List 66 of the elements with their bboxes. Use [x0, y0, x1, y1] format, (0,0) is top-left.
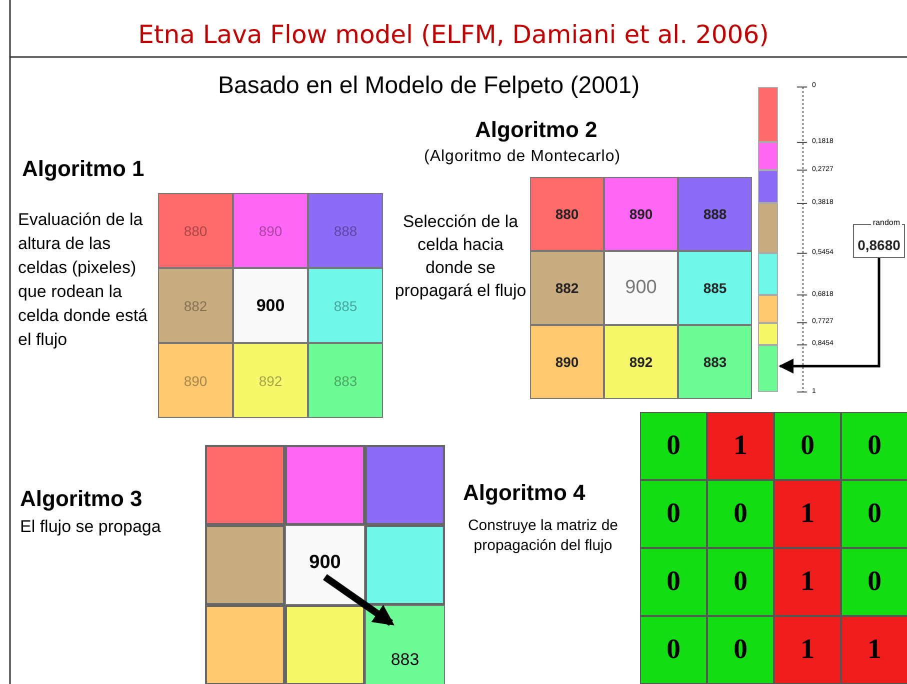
description: Evaluación de la altura de las celdas (pixeles) que rodean la celda donde está el flujo [18, 209, 148, 351]
matrix-cell: 0 [841, 412, 907, 480]
description: Selección de la celda hacia donde se propagará el flujo [394, 211, 528, 302]
random-value: 0,8680 [858, 237, 900, 253]
elevation-cell: 885 [678, 251, 752, 325]
matrix-cell: 0 [640, 412, 707, 480]
elevation-cell: 885 [308, 268, 383, 343]
elevation-cell: 882 [530, 251, 604, 325]
description: Construye la matriz de propagación del flujo [466, 516, 620, 556]
matrix-cell: 0 [841, 480, 907, 548]
elevation-cell: 888 [308, 193, 383, 268]
elevation-cell: 883 [365, 605, 445, 684]
slide-title: Etna Lava Flow model (ELFM, Damiani et al. 2006) [138, 20, 769, 49]
grid-cell [205, 445, 285, 525]
matrix-cell: 0 [841, 548, 907, 616]
subheading: (Algoritmo de Montecarlo) [424, 148, 621, 166]
scale-segment [758, 344, 778, 392]
matrix-cell: 0 [707, 548, 774, 616]
section-heading: Algoritmo 3 [20, 486, 142, 512]
section-heading: Algoritmo 1 [22, 156, 144, 182]
arrow [778, 258, 880, 374]
matrix-cell: 1 [774, 616, 841, 684]
box-heading: random [870, 218, 902, 227]
elevation-cell: 890 [233, 193, 308, 268]
scale-segment [758, 294, 778, 323]
elevation-cell: 888 [678, 177, 752, 251]
elevation-cell: 900 [233, 268, 308, 343]
matrix-cell: 0 [640, 548, 707, 616]
elevation-cell: 882 [158, 268, 233, 343]
grid-cell [285, 605, 365, 684]
elevation-cell: 883 [308, 343, 383, 418]
matrix-cell: 1 [774, 480, 841, 548]
arrow [323, 574, 394, 626]
grid-cell [205, 525, 285, 605]
matrix-cell: 0 [707, 480, 774, 548]
elevation-cell: 892 [604, 325, 678, 399]
matrix-cell: 0 [707, 616, 774, 684]
grid-cell [285, 445, 365, 525]
elevation-cell: 880 [530, 177, 604, 251]
grid-cell [205, 605, 285, 684]
subtitle: Basado en el Modelo de Felpeto (2001) [218, 72, 640, 100]
elevation-cell: 890 [158, 343, 233, 418]
section-heading: Algoritmo 2 [475, 117, 598, 143]
elevation-cell: 900 [604, 251, 678, 325]
elevation-cell: 883 [678, 325, 752, 399]
scale-segment [758, 203, 778, 254]
matrix-cell: 0 [640, 616, 707, 684]
matrix-cell: 1 [707, 412, 774, 480]
elevation-cell: 892 [233, 343, 308, 418]
matrix-cell: 1 [841, 616, 907, 684]
elevation-cell: 890 [530, 325, 604, 399]
elevation-cell: 880 [158, 193, 233, 268]
section-heading: Algoritmo 4 [463, 480, 586, 506]
scale-segment [758, 142, 778, 170]
grid-cell [365, 525, 445, 605]
matrix-cell: 0 [774, 412, 841, 480]
scale-segment [758, 170, 778, 204]
grid-cell [365, 445, 445, 525]
matrix-cell: 1 [774, 548, 841, 616]
elevation-cell: 890 [604, 177, 678, 251]
matrix-cell: 0 [640, 480, 707, 548]
scale-segment [758, 322, 778, 345]
elevation-cell: 900 [285, 525, 365, 605]
description: El flujo se propaga [20, 517, 161, 537]
scale-segment [758, 87, 778, 142]
scale-segment [758, 253, 778, 295]
